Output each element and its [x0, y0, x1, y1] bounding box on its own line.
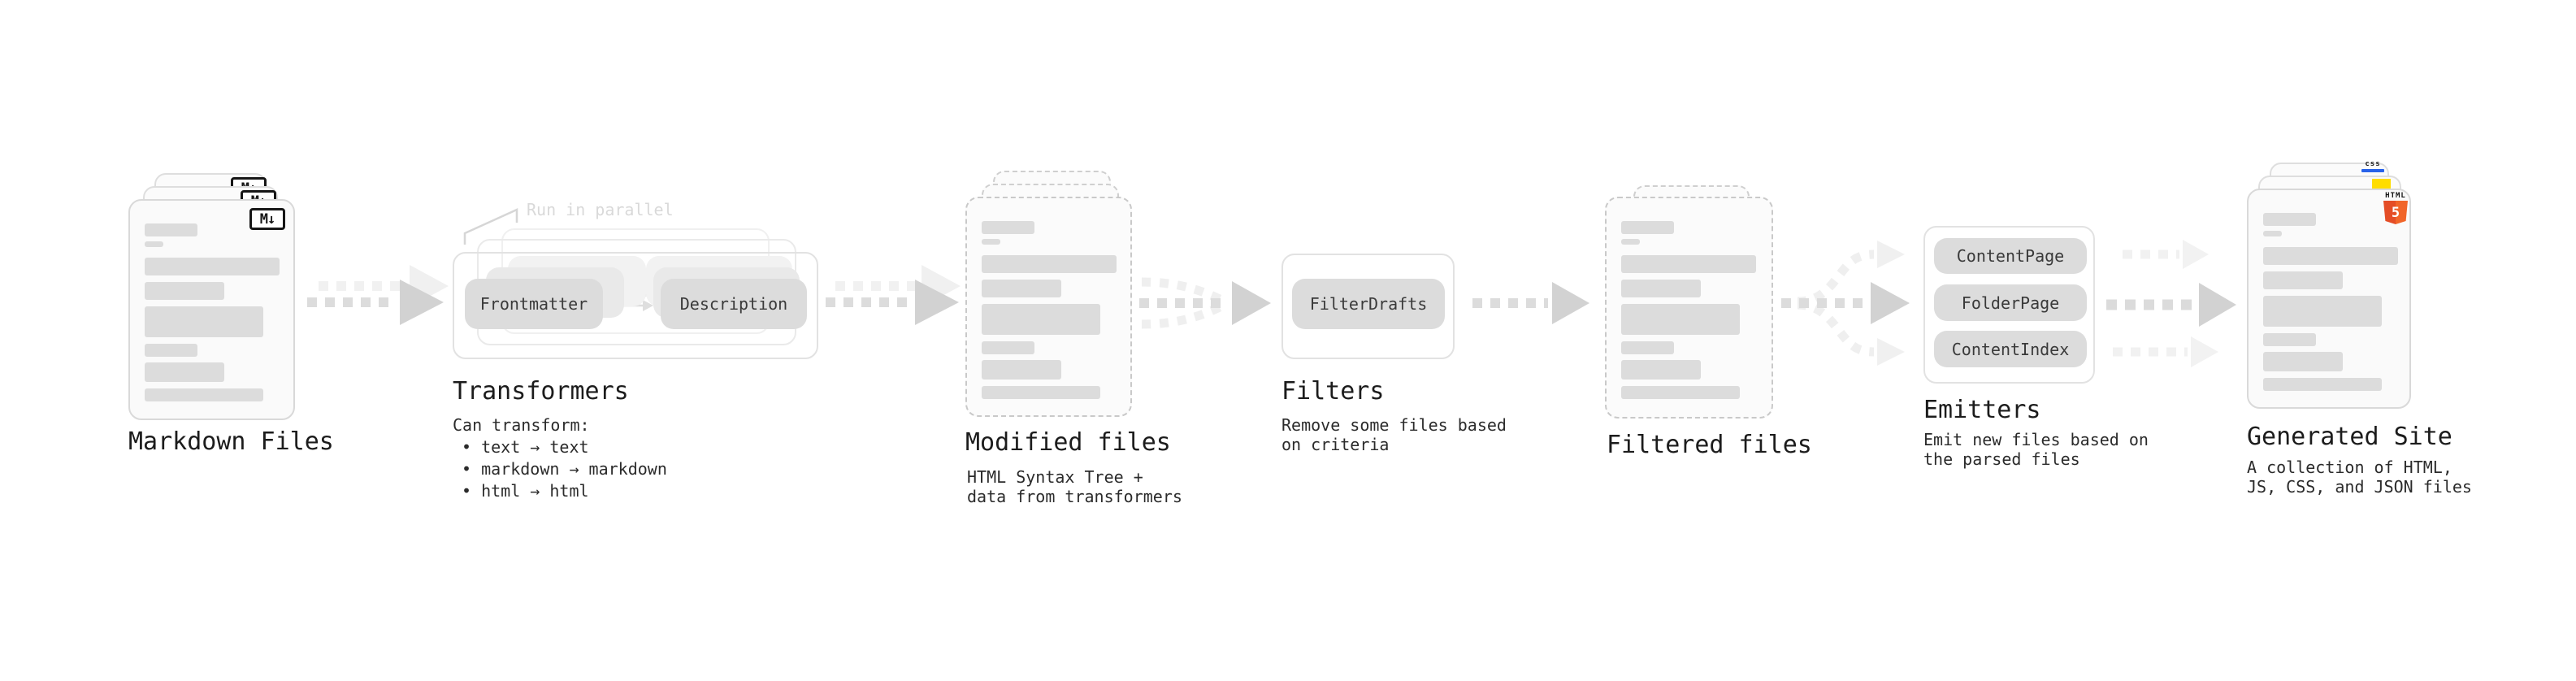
text-line-placeholder	[145, 258, 280, 275]
contentpage-plugin: ContentPage	[1934, 238, 2087, 274]
text-line-placeholder	[145, 306, 263, 337]
filters-frame	[1281, 254, 1455, 359]
filters-desc: Remove some files based	[1281, 415, 1507, 435]
arrow-emitters-to-generated	[2106, 240, 2236, 367]
text-line-placeholder	[145, 344, 197, 357]
text-line-placeholder	[145, 241, 163, 247]
filters-desc: on criteria	[1281, 435, 1390, 454]
text-line-placeholder	[982, 255, 1117, 273]
arrow-filters-to-filtered	[1472, 282, 1589, 324]
arrow-markdown-to-transformers	[307, 265, 449, 325]
filterdrafts-plugin: FilterDrafts	[1292, 279, 1445, 329]
arrow-modified-to-filters	[1139, 277, 1271, 329]
text-line-placeholder	[2263, 271, 2343, 289]
text-line-placeholder	[982, 304, 1100, 335]
text-line-placeholder	[1621, 360, 1701, 380]
text-line-placeholder	[1621, 304, 1740, 335]
parallel-note-leader-line	[463, 208, 518, 245]
arrow-filtered-to-emitters	[1781, 241, 1910, 366]
text-line-placeholder	[1621, 221, 1674, 234]
text-line-placeholder	[1621, 386, 1740, 399]
emitters-desc: Emit new files based on	[1923, 430, 2149, 449]
transformer-frame-front	[453, 252, 818, 359]
frontmatter-plugin: Frontmatter	[465, 279, 603, 329]
generated-site-title: Generated Site	[2247, 423, 2452, 451]
filtered-card-front	[1605, 197, 1773, 419]
run-in-parallel-note: Run in parallel	[527, 200, 674, 219]
emitters-title: Emitters	[1923, 396, 2041, 424]
text-line-placeholder	[1621, 255, 1756, 273]
text-line-placeholder	[982, 280, 1061, 297]
text-line-placeholder	[982, 360, 1061, 380]
markdown-card-front: M↓	[128, 199, 295, 420]
text-line-placeholder	[1621, 280, 1701, 297]
markdown-icon: M↓	[249, 208, 285, 230]
text-line-placeholder	[1621, 341, 1674, 354]
generated-site-desc: A collection of HTML,	[2247, 458, 2452, 477]
transformers-desc-intro: Can transform:	[453, 415, 590, 435]
text-line-placeholder	[2263, 378, 2382, 391]
text-line-placeholder	[982, 221, 1034, 234]
text-line-placeholder	[2263, 247, 2398, 265]
modified-card-front	[965, 197, 1132, 417]
text-line-placeholder	[145, 282, 224, 300]
text-line-placeholder	[2263, 333, 2316, 346]
css-file-icon: css	[2361, 161, 2384, 172]
text-line-placeholder	[2263, 296, 2382, 327]
js-file-icon	[2372, 179, 2391, 190]
transformers-bullet: • html → html	[462, 481, 589, 501]
text-line-placeholder	[1621, 239, 1640, 245]
modified-files-title: Modified files	[965, 428, 1171, 457]
generated-card-front	[2247, 189, 2411, 409]
transformers-bullet: • text → text	[462, 437, 589, 457]
arrow-transformers-to-modified	[826, 265, 961, 325]
text-line-placeholder	[2263, 352, 2343, 371]
transformers-bullet: • markdown → markdown	[462, 459, 667, 479]
html5-icon: HTML 5	[2381, 192, 2410, 224]
folderpage-plugin: FolderPage	[1934, 284, 2087, 321]
contentindex-plugin: ContentIndex	[1934, 331, 2087, 367]
text-line-placeholder	[982, 386, 1100, 399]
generated-site-desc: JS, CSS, and JSON files	[2247, 477, 2472, 497]
filtered-files-title: Filtered files	[1607, 431, 1812, 459]
text-line-placeholder	[982, 239, 1000, 245]
text-line-placeholder	[145, 388, 263, 401]
modified-files-desc: HTML Syntax Tree +	[967, 467, 1143, 487]
description-plugin: Description	[661, 279, 807, 329]
modified-files-desc: data from transformers	[967, 487, 1182, 506]
markdown-files-title: Markdown Files	[128, 427, 334, 456]
filters-title: Filters	[1281, 377, 1385, 406]
text-line-placeholder	[2263, 231, 2282, 236]
text-line-placeholder	[145, 223, 197, 236]
text-line-placeholder	[145, 362, 224, 382]
text-line-placeholder	[2263, 213, 2316, 226]
text-line-placeholder	[982, 341, 1034, 354]
emitters-desc: the parsed files	[1923, 449, 2080, 469]
transformers-title: Transformers	[453, 377, 629, 406]
emitters-frame	[1923, 226, 2095, 384]
